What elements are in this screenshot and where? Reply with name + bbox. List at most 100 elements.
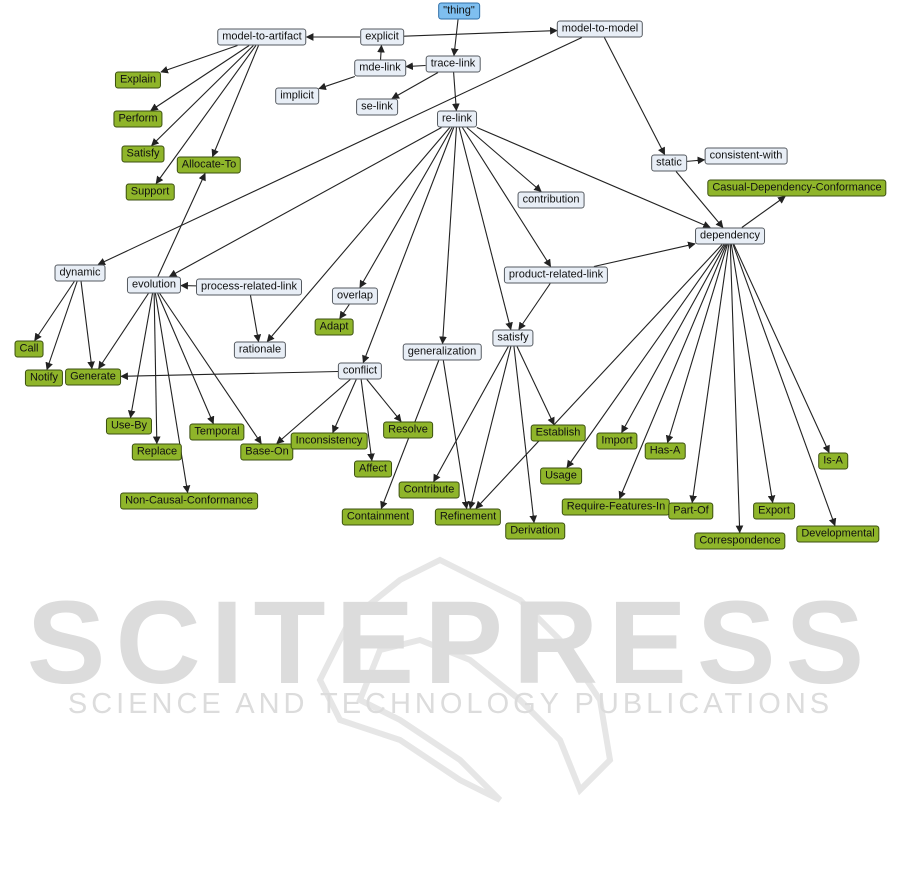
edge-dependency-to-usage bbox=[566, 244, 725, 469]
edge-re-link-to-evolution bbox=[168, 127, 442, 277]
edge-evolution-to-base-on bbox=[159, 293, 262, 445]
edge-conflict-to-inconsistency bbox=[332, 379, 357, 434]
node-establish: Establish bbox=[530, 424, 586, 442]
node-support: Support bbox=[125, 183, 175, 201]
node-dynamic: dynamic bbox=[54, 264, 106, 282]
node-contribution: contribution bbox=[517, 191, 585, 209]
node-casual-dependency-conformance: Casual-Dependency-Conformance bbox=[707, 179, 887, 197]
node-evolution: evolution bbox=[126, 276, 182, 294]
node-use-by: Use-By bbox=[105, 417, 153, 435]
edge-evolution-to-replace bbox=[152, 293, 161, 445]
edge-product-related-link-to-dependency bbox=[593, 241, 696, 268]
edge-re-link-to-overlap bbox=[359, 127, 453, 289]
edge-process-related-link-to-rationale bbox=[249, 295, 262, 343]
edge-conflict-to-generate bbox=[120, 370, 339, 381]
edge-generalization-to-refinement bbox=[442, 360, 470, 510]
edge-overlap-to-adapt bbox=[339, 304, 350, 320]
node-affect: Affect bbox=[354, 460, 392, 478]
node-static: static bbox=[651, 154, 687, 172]
edge-satisfy-to-establish bbox=[516, 346, 555, 426]
edge-dependency-to-export bbox=[730, 244, 776, 504]
edge-model-to-artifact-to-allocate-to bbox=[211, 45, 259, 158]
edge-re-link-to-generalization bbox=[439, 127, 458, 345]
node-export: Export bbox=[753, 502, 795, 520]
node-satisfy: Satisfy bbox=[121, 145, 165, 163]
edge-dependency-to-require-features-in bbox=[618, 244, 727, 500]
node-import: Import bbox=[596, 432, 638, 450]
node-inconsistency: Inconsistency bbox=[290, 432, 368, 450]
edge-trace-link-to-mde-link bbox=[405, 62, 426, 71]
node-explicit: explicit bbox=[360, 28, 404, 46]
edge-dependency-to-import bbox=[621, 244, 726, 434]
edge-re-link-to-satisfy bbox=[458, 127, 513, 331]
edge-satisfy-to-derivation bbox=[513, 346, 538, 524]
node-containment: Containment bbox=[341, 508, 415, 526]
node-rationale: rationale bbox=[233, 341, 287, 359]
node-part-of: Part-Of bbox=[668, 502, 714, 520]
edge-conflict-to-affect bbox=[360, 379, 375, 462]
edge-evolution-to-generate bbox=[98, 293, 149, 370]
node-is-a: Is-A bbox=[818, 452, 848, 470]
edge-model-to-model-to-static bbox=[603, 37, 666, 156]
node-model-to-model: model-to-model bbox=[556, 20, 644, 38]
edge-model-to-model-to-dynamic bbox=[97, 37, 583, 266]
edge-product-related-link-to-satisfy bbox=[518, 283, 551, 331]
node-adapt: Adapt bbox=[314, 318, 354, 336]
edge-re-link-to-contribution bbox=[466, 127, 542, 193]
edge-re-link-to-conflict bbox=[362, 127, 455, 364]
node-model-to-artifact: model-to-artifact bbox=[217, 28, 307, 46]
edge-satisfy-to-contribute bbox=[433, 346, 509, 483]
edge-re-link-to-product-related-link bbox=[461, 127, 552, 268]
edge-model-to-artifact-to-explain bbox=[160, 44, 238, 74]
node-product-related-link: product-related-link bbox=[503, 266, 609, 284]
node-consistent-with: consistent-with bbox=[704, 147, 788, 165]
node-explain: Explain bbox=[114, 71, 162, 89]
node-non-causal-conformance: Non-Causal-Conformance bbox=[120, 492, 258, 510]
edge-mde-link-to-implicit bbox=[318, 75, 355, 91]
node-correspondence: Correspondence bbox=[694, 532, 786, 550]
edge-evolution-to-temporal bbox=[157, 293, 215, 425]
node-generalization: generalization bbox=[402, 343, 482, 361]
edge-dynamic-to-notify bbox=[45, 281, 78, 371]
edge-explicit-to-model-to-model bbox=[403, 26, 558, 37]
node-re-link: re-link bbox=[437, 110, 477, 128]
node-satisfy: satisfy bbox=[492, 329, 534, 347]
node-process-related-link: process-related-link bbox=[196, 278, 302, 296]
edge-dependency-to-is-a bbox=[733, 244, 830, 454]
node-call: Call bbox=[14, 340, 44, 358]
edge-dependency-to-refinement bbox=[475, 244, 723, 510]
edge-model-to-artifact-to-support bbox=[155, 45, 257, 185]
edge-dynamic-to-call bbox=[34, 281, 75, 342]
node-developmental: Developmental bbox=[796, 525, 880, 543]
node-overlap: overlap bbox=[331, 287, 379, 305]
edge-dependency-to-part-of bbox=[689, 244, 730, 504]
node-contribute: Contribute bbox=[398, 481, 460, 499]
node-dependency: dependency bbox=[695, 227, 765, 245]
edge-evolution-to-non-causal-conformance bbox=[154, 293, 191, 494]
node-resolve: Resolve bbox=[383, 421, 433, 439]
edge-re-link-to-dependency bbox=[476, 126, 711, 229]
edge-dependency-to-developmental bbox=[732, 244, 837, 527]
node-perform: Perform bbox=[113, 110, 163, 128]
node-trace-link: trace-link bbox=[425, 55, 481, 73]
node-refinement: Refinement bbox=[434, 508, 502, 526]
node-se-link: se-link bbox=[356, 98, 398, 116]
edge-evolution-to-allocate-to bbox=[157, 172, 206, 277]
node-temporal: Temporal bbox=[189, 423, 245, 441]
edge-model-to-artifact-to-satisfy bbox=[151, 45, 254, 147]
node-conflict: conflict bbox=[337, 362, 383, 380]
edge-conflict-to-resolve bbox=[366, 379, 402, 423]
edge-satisfy-to-refinement bbox=[468, 346, 512, 510]
node-derivation: Derivation bbox=[505, 522, 565, 540]
node-notify: Notify bbox=[24, 369, 64, 387]
node-replace: Replace bbox=[131, 443, 183, 461]
node-allocate-to: Allocate-To bbox=[176, 156, 242, 174]
edge-dependency-to-correspondence bbox=[729, 244, 744, 534]
edge-thing-to-trace-link bbox=[450, 19, 459, 57]
node-mde-link: mde-link bbox=[354, 59, 406, 77]
node-generate: Generate bbox=[65, 368, 121, 386]
edge-conflict-to-base-on bbox=[276, 379, 351, 445]
edge-dynamic-to-generate bbox=[80, 281, 95, 370]
edge-mde-link-to-explicit bbox=[377, 44, 385, 60]
